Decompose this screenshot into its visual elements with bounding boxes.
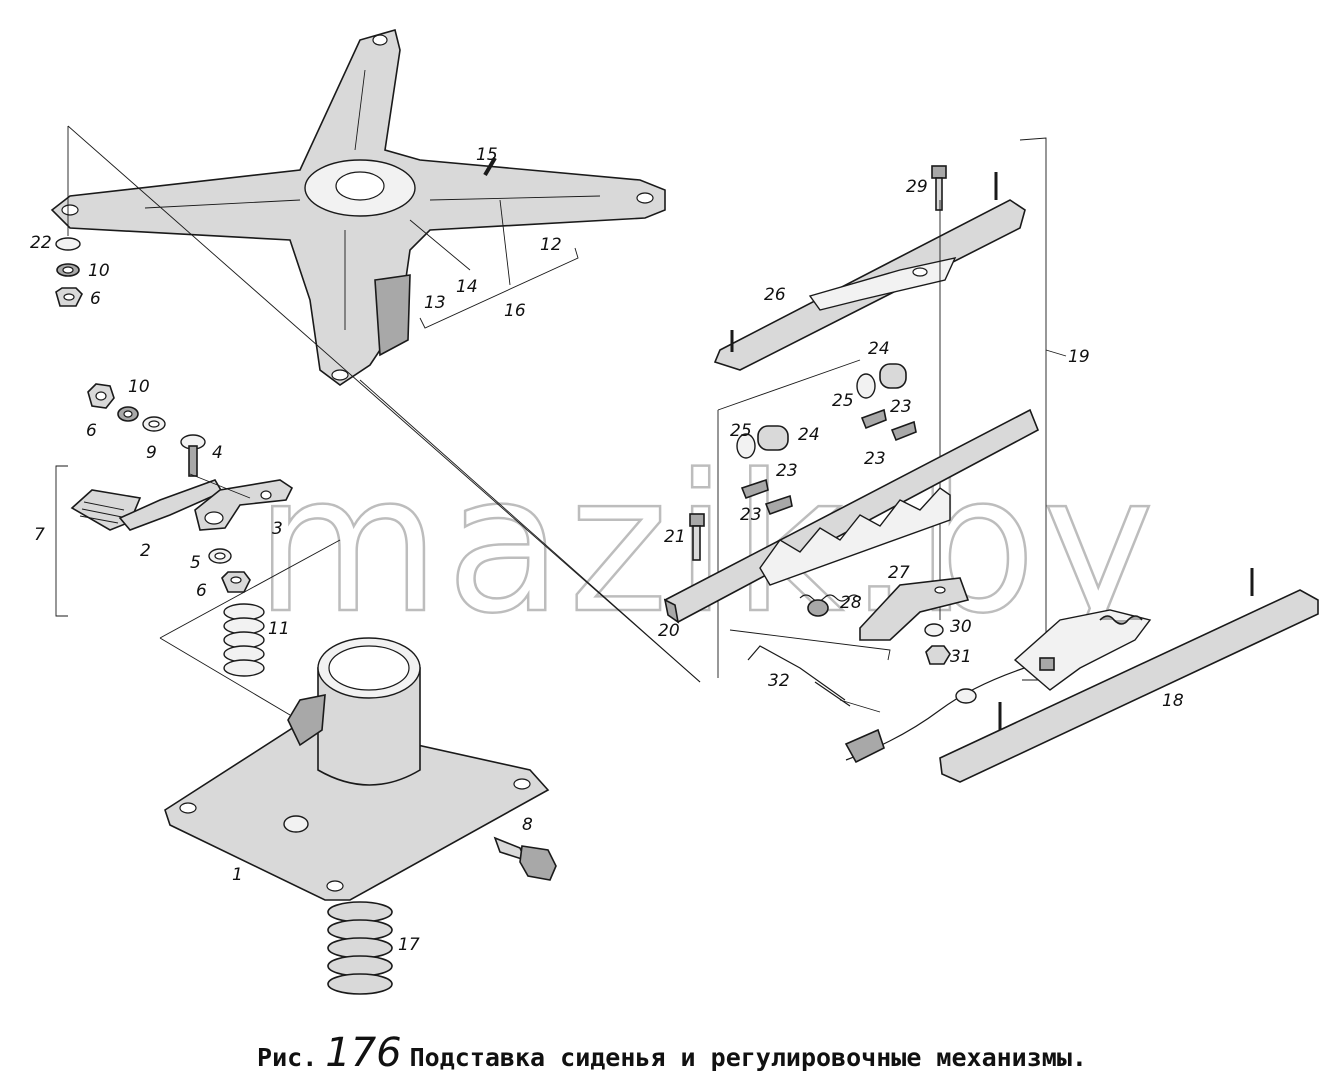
label-30: 30 xyxy=(950,617,972,637)
label-10a: 10 xyxy=(88,261,110,281)
label-22: 22 xyxy=(30,233,52,253)
label-23d: 23 xyxy=(740,505,762,525)
control-rod-32 xyxy=(747,645,1051,764)
label-5: 5 xyxy=(190,553,201,573)
label-21: 21 xyxy=(664,527,686,547)
watermark: mazik.by xyxy=(255,434,1161,655)
latch-27 xyxy=(859,577,970,641)
washer-stack-left xyxy=(55,237,83,307)
label-16: 16 xyxy=(504,301,526,321)
label-31: 31 xyxy=(950,647,972,667)
label-7: 7 xyxy=(34,525,45,545)
spring-17 xyxy=(327,901,393,995)
label-29: 29 xyxy=(906,177,928,197)
label-20: 20 xyxy=(658,621,680,641)
label-13: 13 xyxy=(424,293,446,313)
label-24b: 24 xyxy=(798,425,820,445)
label-12: 12 xyxy=(540,235,562,255)
label-14: 14 xyxy=(456,277,478,297)
pin-15 xyxy=(483,156,497,177)
label-19: 19 xyxy=(1068,347,1090,367)
label-2: 2 xyxy=(140,541,151,561)
part-labels: 1 2 3 4 5 6 6 6 7 8 9 10 10 11 12 13 14 … xyxy=(30,145,1184,955)
bolt-21 xyxy=(689,513,705,561)
label-17: 17 xyxy=(398,935,420,955)
label-8: 8 xyxy=(522,815,533,835)
label-6a: 6 xyxy=(90,289,101,309)
label-25b: 25 xyxy=(730,421,752,441)
roller-set-lower xyxy=(736,425,793,516)
label-11: 11 xyxy=(268,619,290,639)
label-23a: 23 xyxy=(890,397,912,417)
label-28: 28 xyxy=(840,593,862,613)
label-6b: 6 xyxy=(86,421,97,441)
bolt-29 xyxy=(931,165,947,211)
label-23c: 23 xyxy=(776,461,798,481)
label-3: 3 xyxy=(272,519,283,539)
pedal-hardware xyxy=(87,383,251,593)
spring-28 xyxy=(799,594,861,617)
washer-30 xyxy=(924,623,944,637)
spring-11 xyxy=(223,603,265,677)
label-18: 18 xyxy=(1162,691,1184,711)
label-25a: 25 xyxy=(832,391,854,411)
pedal-lever xyxy=(70,479,294,531)
label-10b: 10 xyxy=(128,377,150,397)
figure-number: 176 xyxy=(325,1030,402,1076)
seat-crossbar xyxy=(50,29,666,386)
label-32: 32 xyxy=(768,671,790,691)
caption-prefix: Рис. xyxy=(257,1043,318,1072)
label-23b: 23 xyxy=(864,449,886,469)
label-1: 1 xyxy=(232,865,243,885)
label-15: 15 xyxy=(476,145,498,165)
lower-rail-20 xyxy=(663,408,1040,624)
roller-set-upper xyxy=(856,363,917,442)
base-plate xyxy=(164,637,550,901)
nut-31 xyxy=(925,645,951,665)
bolt-8 xyxy=(493,836,557,881)
label-24a: 24 xyxy=(868,339,890,359)
caption-title: Подставка сиденья и регулировочные механ… xyxy=(409,1043,1087,1072)
upper-slide xyxy=(713,172,1026,371)
label-6c: 6 xyxy=(196,581,207,601)
label-26: 26 xyxy=(764,285,786,305)
lower-rail-18 xyxy=(939,568,1319,783)
label-9: 9 xyxy=(146,443,157,463)
label-4: 4 xyxy=(212,443,223,463)
label-27: 27 xyxy=(888,563,910,583)
